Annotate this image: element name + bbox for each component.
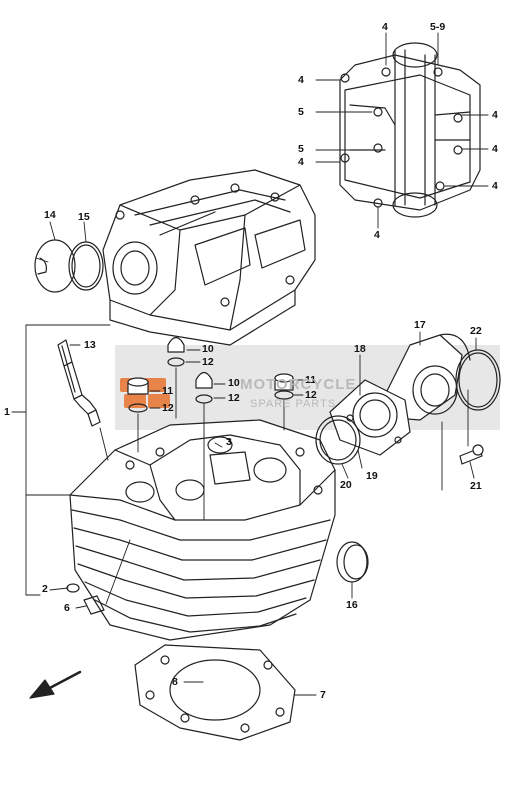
callout-4: 4	[382, 21, 388, 33]
intake-o-ring	[315, 415, 361, 465]
callout-5: 5	[298, 106, 304, 118]
callout-16: 16	[346, 599, 358, 611]
callout-12: 12	[202, 356, 214, 368]
callout-12: 12	[162, 402, 174, 414]
callout-5: 5	[298, 143, 304, 155]
head-gasket	[134, 644, 296, 741]
callout-7: 7	[320, 689, 326, 701]
callout-4: 4	[298, 74, 304, 86]
flange-nut	[127, 373, 294, 413]
callout-18: 18	[354, 343, 366, 355]
callout-12: 12	[305, 389, 317, 401]
cylinder-head-cover	[102, 169, 316, 346]
callout-4: 4	[492, 180, 498, 192]
callout-22: 22	[470, 325, 482, 337]
leader-lines	[11, 32, 489, 696]
clamp-ring	[455, 349, 501, 411]
callout-5-9: 5-9	[430, 21, 446, 33]
callout-4: 4	[492, 109, 498, 121]
callout-11: 11	[162, 385, 174, 397]
callout-6: 6	[64, 602, 70, 614]
callout-10: 10	[228, 377, 240, 389]
callout-4: 4	[374, 229, 380, 241]
insulator	[329, 379, 411, 456]
spark-plug	[57, 339, 101, 427]
callout-15: 15	[78, 211, 90, 223]
callout-13: 13	[84, 339, 96, 351]
cylinder-head	[69, 419, 336, 641]
screw-21	[459, 444, 484, 465]
callout-1: 1	[4, 406, 10, 418]
callout-14: 14	[44, 209, 56, 221]
cap-nut	[167, 336, 213, 404]
callout-11: 11	[305, 374, 317, 386]
plug-cap-16	[336, 541, 369, 583]
callout-17: 17	[414, 319, 426, 331]
callout-3: 3	[226, 436, 232, 448]
arrow-southwest-icon	[29, 670, 82, 699]
callout-12: 12	[228, 392, 240, 404]
callout-21: 21	[470, 480, 482, 492]
callout-8: 8	[172, 676, 178, 688]
callout-10: 10	[202, 343, 214, 355]
watermark-brand: MOTORCYCLE	[240, 376, 357, 393]
watermark-tagline: SPARE PARTS	[250, 398, 337, 410]
callout-4: 4	[298, 156, 304, 168]
head-cover-underside	[339, 42, 481, 218]
callout-2: 2	[42, 583, 48, 595]
callout-4: 4	[492, 143, 498, 155]
callout-20: 20	[340, 479, 352, 491]
callout-19: 19	[366, 470, 378, 482]
